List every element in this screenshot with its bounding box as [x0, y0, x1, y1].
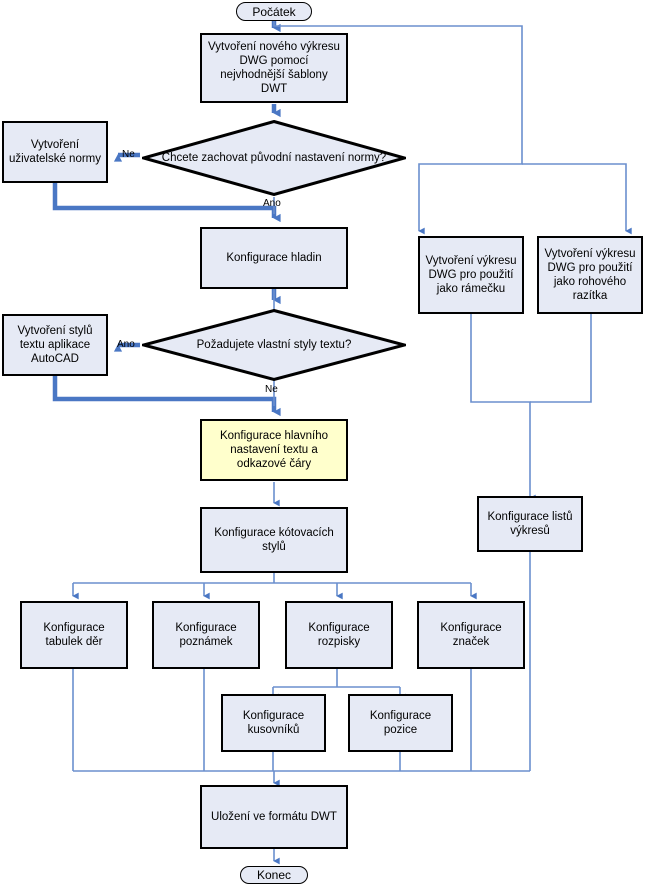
- node-end-label: Konec: [256, 868, 292, 882]
- node-text-styles-decision[interactable]: Požadujete vlastní styly textu?: [142, 309, 406, 381]
- node-configure-rozpiska[interactable]: Konfigurace rozpisky: [285, 601, 393, 669]
- node-keep-standard-label: Chcete zachovat původní nastavení normy?: [161, 152, 387, 164]
- node-configure-hole-tables-label: Konfigurace tabulek děr: [43, 622, 105, 648]
- node-create-acad-text-styles-label: Vytvoření stylů textu aplikace AutoCAD: [17, 325, 93, 365]
- node-start[interactable]: Počátek: [236, 2, 312, 21]
- edge-label-text-styles-no: Ne: [265, 384, 278, 395]
- node-configure-balloons-label: Konfigurace pozice: [369, 710, 432, 736]
- edge-label-keep-standard-no: Ne: [122, 149, 135, 160]
- node-configure-hole-tables[interactable]: Konfigurace tabulek děr: [20, 601, 128, 669]
- node-configure-sheets[interactable]: Konfigurace listů výkresů: [477, 496, 583, 552]
- node-configure-bom-label: Konfigurace kusovníků: [242, 710, 305, 736]
- node-configure-dimension-styles[interactable]: Konfigurace kótovacích stylů: [200, 507, 348, 573]
- edge-label-keep-standard-yes: Ano: [263, 198, 281, 209]
- node-configure-bom[interactable]: Konfigurace kusovníků: [221, 694, 326, 752]
- node-configure-main-text[interactable]: Konfigurace hlavního nastavení textu a o…: [200, 419, 348, 481]
- node-text-styles-label: Požadujete vlastní styly textu?: [196, 339, 352, 351]
- node-end[interactable]: Konec: [240, 866, 308, 884]
- node-configure-symbols[interactable]: Konfigurace značek: [417, 601, 525, 669]
- node-create-new-dwg[interactable]: Vytvoření nového výkresu DWG pomocí nejv…: [200, 33, 348, 103]
- node-save-dwt-label: Uložení ve formátu DWT: [211, 811, 337, 823]
- node-configure-sheets-label: Konfigurace listů výkresů: [487, 511, 573, 537]
- node-configure-symbols-label: Konfigurace značek: [440, 622, 502, 648]
- node-create-acad-text-styles[interactable]: Vytvoření stylů textu aplikace AutoCAD: [2, 314, 108, 376]
- node-configure-dimension-styles-label: Konfigurace kótovacích stylů: [214, 527, 334, 553]
- node-configure-main-text-label: Konfigurace hlavního nastavení textu a o…: [219, 430, 329, 470]
- node-create-new-dwg-label: Vytvoření nového výkresu DWG pomocí nejv…: [208, 41, 340, 95]
- node-start-label: Počátek: [252, 4, 296, 19]
- node-create-title-block-dwg-label: Vytvoření výkresu DWG pro použití jako r…: [544, 248, 636, 302]
- node-configure-layers-label: Konfigurace hladin: [226, 252, 322, 264]
- node-create-user-standard[interactable]: Vytvoření uživatelské normy: [2, 121, 108, 183]
- node-configure-rozpiska-label: Konfigurace rozpisky: [308, 622, 370, 648]
- node-save-dwt[interactable]: Uložení ve formátu DWT: [200, 785, 348, 849]
- node-create-title-block-dwg[interactable]: Vytvoření výkresu DWG pro použití jako r…: [537, 236, 643, 314]
- node-create-border-dwg[interactable]: Vytvoření výkresu DWG pro použití jako r…: [418, 236, 524, 314]
- node-configure-balloons[interactable]: Konfigurace pozice: [348, 694, 453, 752]
- node-configure-notes-label: Konfigurace poznámek: [175, 622, 237, 648]
- node-keep-standard-decision[interactable]: Chcete zachovat původní nastavení normy?: [142, 120, 406, 196]
- node-create-border-dwg-label: Vytvoření výkresu DWG pro použití jako r…: [425, 255, 517, 295]
- node-create-user-standard-label: Vytvoření uživatelské normy: [8, 139, 102, 165]
- node-configure-notes[interactable]: Konfigurace poznámek: [152, 601, 260, 669]
- node-configure-layers[interactable]: Konfigurace hladin: [200, 227, 348, 289]
- edge-label-text-styles-yes: Ano: [117, 339, 135, 350]
